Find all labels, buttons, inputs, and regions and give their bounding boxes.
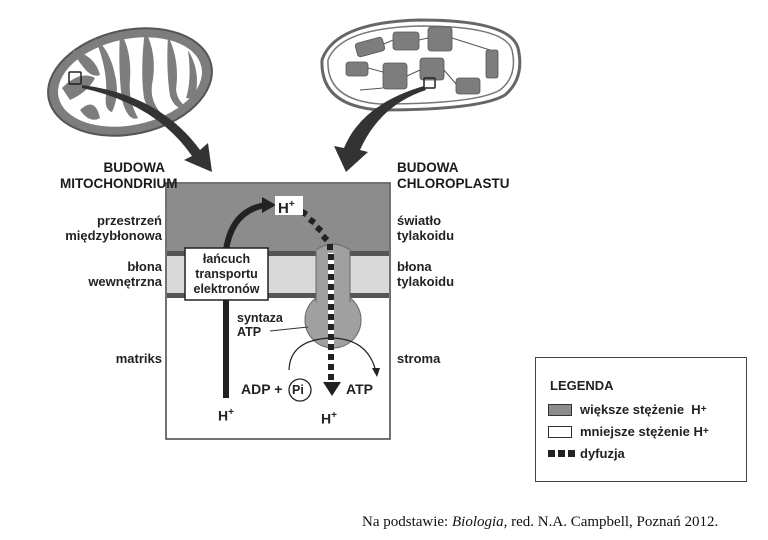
etc-proton-arrow bbox=[223, 202, 267, 251]
label-stroma: stroma bbox=[397, 351, 441, 366]
high-concentration-swatch bbox=[548, 403, 572, 416]
h-plus-bottom-right: H+ bbox=[321, 408, 337, 427]
header-line: CHLOROPLASTU bbox=[397, 176, 510, 191]
label-line: ATP bbox=[237, 325, 262, 339]
legend-item-low: mniejsze stężenie H+ bbox=[548, 424, 709, 439]
label-matrix: matriks bbox=[115, 351, 162, 366]
high-concentration-region bbox=[167, 184, 389, 251]
label-line: syntaza bbox=[237, 311, 283, 325]
plus-sign: + bbox=[228, 407, 234, 418]
header-line: BUDOWA bbox=[103, 160, 166, 175]
diffusion-dot bbox=[328, 294, 334, 300]
diffusion-dot bbox=[328, 344, 334, 350]
diffusion-dot bbox=[328, 354, 334, 360]
label-line: błona bbox=[127, 259, 162, 274]
membrane-diagram bbox=[165, 182, 391, 440]
label-line: przestrzeń bbox=[96, 213, 162, 228]
legend-title: LEGENDA bbox=[550, 378, 614, 393]
diffusion-arrowhead bbox=[323, 382, 341, 396]
label-line: światło bbox=[397, 213, 442, 228]
mitochondrion-illustration bbox=[47, 27, 213, 172]
diffusion-dot bbox=[328, 254, 334, 260]
mitochondrion-header: BUDOWA MITOCHONDRIUM bbox=[60, 160, 178, 192]
h-symbol: H bbox=[218, 407, 229, 424]
low-concentration-swatch bbox=[548, 425, 572, 438]
etc-label: łańcuch transportu elektronów bbox=[185, 252, 268, 297]
h-symbol: H bbox=[693, 424, 703, 439]
label-thylakoid-membrane: błona tylakoidu bbox=[397, 259, 454, 289]
diffusion-dot bbox=[328, 324, 334, 330]
diffusion-dot bbox=[328, 304, 334, 310]
label-line: błona bbox=[397, 259, 432, 274]
label-line: tylakoidu bbox=[397, 274, 455, 289]
pi-circle bbox=[288, 378, 312, 402]
h-symbol: H bbox=[278, 200, 289, 217]
label-line: wewnętrzna bbox=[88, 274, 162, 289]
etc-box bbox=[184, 247, 269, 301]
label-line: elektronów bbox=[193, 282, 260, 296]
header-line: BUDOWA bbox=[397, 160, 459, 175]
diffusion-swatch bbox=[548, 450, 576, 457]
adp-label: ADP + bbox=[241, 381, 283, 397]
arrow-mito-zoom bbox=[82, 85, 212, 172]
plus-sign: + bbox=[700, 404, 707, 415]
atp-synthase-label: syntaza ATP bbox=[237, 311, 283, 339]
plus-sign: + bbox=[331, 410, 337, 421]
plus-sign: + bbox=[288, 199, 295, 210]
h-symbol: H bbox=[691, 402, 701, 417]
diffusion-dot bbox=[328, 284, 334, 290]
diffusion-dot bbox=[328, 314, 334, 320]
label-thylakoid-lumen: światło tylakoidu bbox=[397, 213, 454, 243]
label-line: tylakoidu bbox=[397, 228, 455, 243]
plus-sign: + bbox=[702, 426, 709, 437]
label-line: międzybłonowa bbox=[65, 228, 162, 243]
diffusion-dot bbox=[328, 334, 334, 340]
h-plus-box bbox=[275, 196, 303, 215]
caption-prefix: Na podstawie: bbox=[362, 514, 452, 530]
diffusion-dot bbox=[328, 374, 334, 380]
header-line: MITOCHONDRIUM bbox=[60, 176, 178, 191]
legend-label: dyfuzja bbox=[580, 446, 625, 461]
chloroplast-illustration bbox=[320, 18, 522, 172]
h-symbol: H bbox=[321, 410, 332, 427]
h-plus-bottom-left: H+ bbox=[218, 405, 234, 424]
atp-label: ATP bbox=[346, 381, 373, 397]
rotation-arrow bbox=[288, 337, 377, 373]
pi-label: Pi bbox=[292, 383, 304, 397]
legend-item-high: większe stężenie H+ bbox=[548, 402, 707, 417]
caption-suffix: red. N.A. Campbell, Poznań 2012. bbox=[507, 514, 719, 530]
legend-item-diffusion: dyfuzja bbox=[548, 446, 625, 461]
legend-label: mniejsze stężenie bbox=[580, 424, 690, 439]
caption-title: Biologia, bbox=[451, 514, 508, 530]
source-caption: Na podstawie: Biologia, red. N.A. Campbe… bbox=[362, 514, 718, 531]
legend: LEGENDA większe stężenie H+ mniejsze stę… bbox=[535, 357, 747, 482]
chloroplast-header: BUDOWA CHLOROPLASTU bbox=[397, 160, 510, 192]
label-line: transportu bbox=[195, 267, 258, 281]
legend-label: większe stężenie bbox=[580, 402, 685, 417]
label-intermembrane-space: przestrzeń międzybłonowa bbox=[40, 213, 162, 243]
arrow-chloro-zoom bbox=[334, 86, 426, 172]
etc-proton-line bbox=[223, 298, 229, 398]
diffusion-dot bbox=[328, 364, 334, 370]
diffusion-dot bbox=[328, 264, 334, 270]
label-inner-membrane: błona wewnętrzna bbox=[40, 259, 162, 289]
diffusion-dot bbox=[328, 274, 334, 280]
h-plus-top: H+ bbox=[278, 197, 295, 216]
label-line: łańcuch bbox=[202, 252, 251, 266]
